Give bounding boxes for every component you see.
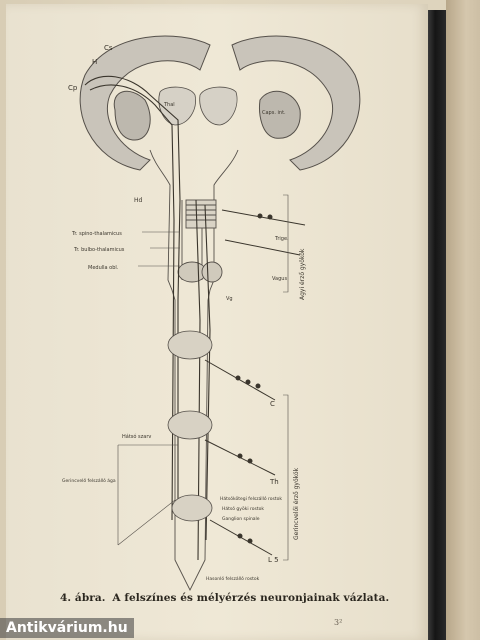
- label-ganglion-left: Gerincvelő felszálló ága: [62, 477, 116, 484]
- watermark: Antikvárium.hu: [0, 618, 134, 638]
- label-trige: Trige.: [274, 236, 289, 242]
- label-tr-bulbo: Tr. bulbo-thalamicus: [73, 247, 125, 253]
- page-number: 3²: [334, 618, 343, 627]
- label-side-note: Hátsó gyöki rostok: [222, 505, 264, 512]
- caption-number: 4. ábra.: [60, 592, 106, 604]
- leader-lines: [117, 194, 289, 561]
- label-th: Th: [269, 478, 279, 486]
- label-bottom-note: Hasonló felszálló rostok: [206, 575, 260, 582]
- figure-caption: 4. ábra. A felszínes és mélyérzés neuron…: [60, 592, 389, 604]
- label-cp: Cp: [68, 84, 78, 92]
- label-szelso: Hátsókötegi felszálló rostok: [220, 495, 282, 502]
- label-cranial-roots: Agyi érző gyökök: [299, 248, 306, 300]
- label-caps-int: Caps. int.: [262, 110, 286, 116]
- label-c: C: [270, 400, 275, 408]
- label-ganglion-right: Ganglion spinale: [222, 516, 260, 522]
- label-vg: Vg: [226, 296, 233, 302]
- spinal-segments: [167, 330, 213, 522]
- root-nerves: [204, 209, 306, 556]
- ascending-pathways: [84, 75, 211, 561]
- label-hd: Hd: [134, 197, 143, 204]
- label-cs: Cs: [104, 44, 113, 52]
- label-h: H: [92, 58, 97, 66]
- figure-labels: Cs H Cp Thal Caps. int. Hd Tr. spino-tha…: [62, 44, 306, 582]
- label-vagus: Vagus: [272, 276, 287, 282]
- label-spinal-roots: Gerincvelői érző gyökök: [293, 467, 300, 540]
- brainstem: [149, 149, 239, 592]
- page-edge: [446, 0, 480, 640]
- caption-text: A felszínes és mélyérzés neuronjainak vá…: [112, 592, 390, 604]
- label-hatso-szarv: Hátsó szarv: [122, 433, 151, 440]
- label-tr-spino: Tr. spino-thalamicus: [71, 231, 122, 237]
- cerebral-hemispheres: [79, 35, 361, 171]
- book-spine: [428, 10, 446, 640]
- label-medulla: Medulla obl.: [88, 265, 119, 271]
- label-l5: L 5: [268, 556, 279, 564]
- label-thal: Thal: [163, 102, 175, 108]
